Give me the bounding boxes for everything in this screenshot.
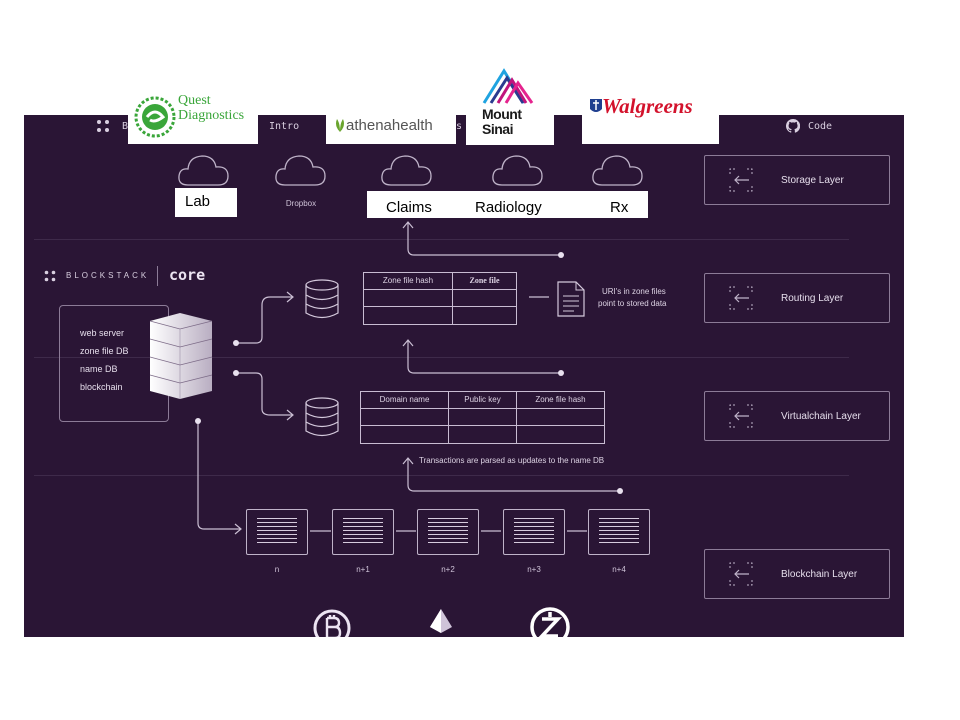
database-icon — [305, 397, 339, 437]
uri-note-line1: URI's in zone files — [602, 287, 666, 296]
nav-partial-link[interactable]: s — [456, 121, 463, 132]
brand-divider — [157, 266, 158, 286]
ethereum-icon — [430, 609, 452, 633]
block-card — [332, 509, 394, 555]
table-row — [364, 290, 516, 307]
enter-arrow-icon — [729, 286, 753, 310]
virtualchain-layer-label: Virtualchain Layer — [781, 411, 861, 422]
nav-code-link[interactable]: Code — [808, 121, 833, 132]
cloud-icon — [381, 155, 432, 186]
block-card — [246, 509, 308, 555]
cloud-icon — [275, 155, 326, 186]
bitcoin-icon — [313, 609, 351, 637]
claims-label: Claims — [386, 199, 432, 216]
walgreens-logo: Walgreens — [582, 92, 719, 144]
lab-label-box: Lab — [175, 188, 237, 217]
nav-intro-link[interactable]: Intro — [269, 121, 300, 132]
table-header-cell: Domain name — [361, 392, 449, 408]
layer-divider — [34, 475, 849, 476]
quest-logo-line2: Diagnostics — [178, 108, 245, 123]
enter-arrow-icon — [729, 168, 753, 192]
zone-file-table: Zone file hash Zone file — [363, 272, 517, 325]
server-stack-icon — [149, 313, 213, 399]
enter-arrow-icon — [729, 562, 753, 586]
cloud-icon — [492, 155, 543, 186]
table-header-cell: Zone file hash — [364, 273, 453, 289]
server-item-web-server: web server — [80, 328, 125, 338]
table-header-cell: Zone file hash — [535, 395, 586, 404]
walgreens-badge-icon — [590, 99, 602, 112]
table-row — [364, 307, 516, 324]
block-label: n+2 — [441, 565, 455, 574]
storage-layer-box[interactable]: Storage Layer — [704, 155, 890, 205]
table-header-cell: Public key — [449, 392, 517, 408]
block-card — [503, 509, 565, 555]
document-icon — [557, 281, 585, 317]
blockstack-logo-icon — [97, 120, 109, 132]
uri-note-line2: point to stored data — [598, 299, 667, 308]
zcash-icon — [530, 607, 570, 637]
layer-divider — [34, 239, 849, 240]
mount-sinai-peaks-icon — [482, 68, 534, 104]
athenahealth-logo: athenahealth — [326, 111, 456, 144]
server-item-name-db: name DB — [80, 364, 118, 374]
transactions-note: Transactions are parsed as updates to th… — [419, 456, 605, 465]
github-icon[interactable] — [786, 119, 800, 133]
mount-sinai-line1: Mount — [482, 106, 522, 122]
records-label-box: Claims Radiology Rx — [367, 191, 648, 218]
walgreens-wordmark: Walgreens — [602, 94, 693, 118]
routing-layer-box[interactable]: Routing Layer — [704, 273, 890, 323]
block-label: n+4 — [612, 565, 626, 574]
enter-arrow-icon — [729, 404, 753, 428]
database-icon — [305, 279, 339, 319]
block-card — [588, 509, 650, 555]
cloud-icon — [592, 155, 643, 186]
virtualchain-layer-box[interactable]: Virtualchain Layer — [704, 391, 890, 441]
quest-diagnostics-logo: Quest Diagnostics — [128, 92, 258, 144]
block-label: n — [274, 565, 280, 574]
block-card — [417, 509, 479, 555]
block-label: n+1 — [356, 565, 370, 574]
mount-sinai-logo: Mount Sinai — [466, 64, 554, 145]
table-row: Zone file hash Zone file — [364, 273, 516, 290]
quest-logo-line1: Quest — [178, 93, 211, 108]
leaf-icon — [336, 119, 344, 132]
name-db-table: Domain name Public key Zone file hash — [360, 391, 605, 444]
mount-sinai-line2: Sinai — [482, 121, 513, 137]
radiology-label: Radiology — [475, 199, 542, 216]
blockchain-layer-label: Blockchain Layer — [781, 569, 858, 580]
blockchain-layer-box[interactable]: Blockchain Layer — [704, 549, 890, 599]
cloud-icon — [178, 155, 229, 186]
core-wordmark: core — [169, 266, 206, 284]
table-row — [361, 409, 604, 426]
layer-divider — [34, 357, 849, 358]
rx-label: Rx — [610, 199, 629, 216]
dropbox-label: Dropbox — [285, 199, 317, 208]
table-row — [361, 426, 604, 443]
athenahealth-wordmark: athenahealth — [346, 117, 433, 134]
table-header-cell: Zone file — [469, 276, 500, 285]
blockstack-logo-icon — [44, 270, 56, 282]
block-label: n+3 — [527, 565, 541, 574]
server-item-blockchain: blockchain — [80, 382, 123, 392]
lab-label: Lab — [185, 193, 211, 210]
table-row: Domain name Public key Zone file hash — [361, 392, 604, 409]
nav-left-letter: B — [122, 121, 129, 132]
blockstack-wordmark: BLOCKSTACK — [66, 271, 150, 280]
connector-lines — [195, 221, 623, 535]
storage-layer-label: Storage Layer — [781, 175, 844, 186]
routing-layer-label: Routing Layer — [781, 293, 844, 304]
server-item-zone-file-db: zone file DB — [80, 346, 129, 356]
quest-sun-icon — [134, 96, 176, 138]
